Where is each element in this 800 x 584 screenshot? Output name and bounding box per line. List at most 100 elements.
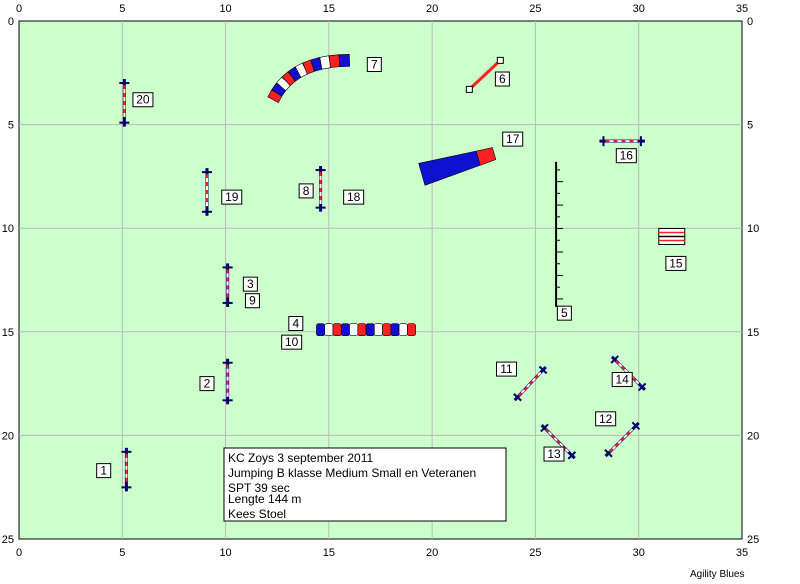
tunnel-segment xyxy=(276,76,292,92)
info-length: Lengte 144 m xyxy=(228,492,301,506)
tire-frame xyxy=(468,59,502,91)
number-box xyxy=(496,361,518,377)
tunnel-straight xyxy=(316,323,416,337)
number-box xyxy=(543,446,565,462)
number-text: 8 xyxy=(303,184,310,198)
jump-20 xyxy=(119,79,130,127)
number-box xyxy=(132,92,154,108)
obstacle-number-8: 8 xyxy=(298,183,314,199)
jump-bar-stripe xyxy=(523,386,528,391)
jump-bar-stripe xyxy=(612,445,617,450)
x-tick-label: 5 xyxy=(119,3,125,15)
number-text: 15 xyxy=(669,256,683,270)
y-tick-label: 10 xyxy=(2,223,14,235)
jump-bar-stripe xyxy=(553,437,558,442)
tunnel-segment xyxy=(332,323,342,337)
number-text: 10 xyxy=(285,335,299,349)
jump-11 xyxy=(513,365,548,402)
number-text: 19 xyxy=(225,190,239,204)
jump-bar-stripe xyxy=(632,377,637,382)
x-tick-label: 30 xyxy=(633,547,645,559)
tunnel-segment xyxy=(340,323,350,337)
y-tick-label: 5 xyxy=(747,120,753,132)
jump-bar-stripe xyxy=(621,365,626,371)
number-text: 6 xyxy=(499,72,506,86)
jump-bar-stripe xyxy=(564,448,570,453)
number-text: 11 xyxy=(500,362,513,376)
number-text: 18 xyxy=(347,190,361,204)
tunnel-segment xyxy=(288,66,302,82)
x-tick-label: 30 xyxy=(633,3,645,15)
obstacle-number-20: 20 xyxy=(132,92,154,108)
jump-post xyxy=(513,393,522,402)
jump-1 xyxy=(121,447,132,492)
number-text: 17 xyxy=(506,132,520,146)
jump-bar-stripe xyxy=(626,431,631,436)
credit-text: Agility Blues xyxy=(690,569,744,580)
number-box xyxy=(366,57,382,73)
tunnel-segment xyxy=(365,323,375,337)
number-box xyxy=(665,255,687,271)
jump-bar-stripe xyxy=(609,448,614,453)
x-tick-label: 15 xyxy=(323,3,335,15)
jump-post xyxy=(604,449,613,458)
tunnel-segment xyxy=(328,54,341,68)
tunnel-curved xyxy=(267,54,351,104)
number-box xyxy=(242,276,258,292)
jump-post xyxy=(538,365,548,375)
wall-obstacle xyxy=(658,227,686,245)
number-box xyxy=(244,293,260,309)
number-box xyxy=(281,334,303,350)
tunnel-segment xyxy=(390,323,400,337)
number-box xyxy=(221,189,243,205)
jump-3 xyxy=(222,263,233,307)
jump-12 xyxy=(604,421,641,458)
tunnel-segment xyxy=(271,82,287,97)
number-text: 13 xyxy=(547,447,561,461)
number-box xyxy=(199,376,215,392)
jump-bar-stripe xyxy=(618,363,623,368)
number-box xyxy=(615,148,637,164)
obstacle-number-18: 18 xyxy=(343,189,365,205)
y-tick-label: 0 xyxy=(8,16,14,28)
x-tick-label: 25 xyxy=(529,547,541,559)
jump-bar-stripe xyxy=(526,383,531,388)
jump-post xyxy=(540,423,549,433)
obstacle-number-15: 15 xyxy=(665,255,687,271)
tunnel-segment xyxy=(357,323,367,337)
y-tick-label: 15 xyxy=(2,327,14,339)
tire-end xyxy=(496,56,504,64)
x-tick-label: 35 xyxy=(736,547,748,559)
jump-16 xyxy=(599,136,645,147)
number-box xyxy=(96,463,112,479)
number-text: 9 xyxy=(249,294,256,308)
jump-bar-stripe xyxy=(620,437,625,442)
jump-bar-stripe xyxy=(615,360,620,365)
tunnel-segment xyxy=(294,62,309,78)
y-tick-label: 5 xyxy=(8,120,14,132)
tunnel-segment xyxy=(319,55,332,70)
number-text: 14 xyxy=(616,372,630,386)
number-box xyxy=(611,371,633,387)
jump-post xyxy=(567,451,577,460)
obstacle-number-9: 9 xyxy=(244,293,260,309)
tunnel-segment xyxy=(374,323,383,337)
x-tick-label: 20 xyxy=(426,547,438,559)
number-box xyxy=(343,189,365,205)
obstacle-number-11: 11 xyxy=(496,361,518,377)
jump-bar-stripe xyxy=(623,368,629,373)
obstacle-number-3: 3 xyxy=(242,276,258,292)
jump-bar-stripe xyxy=(550,434,556,439)
obstacle-number-10: 10 xyxy=(281,334,303,350)
info-spt: SPT 39 sec xyxy=(228,481,290,495)
x-tick-label: 5 xyxy=(119,547,125,559)
tunnel-segment xyxy=(281,71,297,87)
tunnel-segment xyxy=(338,54,351,67)
number-box xyxy=(494,71,510,87)
chute-barrel xyxy=(475,147,497,166)
tire-obstacle xyxy=(465,56,504,93)
jump-bar-stripe xyxy=(531,377,536,382)
number-box xyxy=(595,411,617,427)
obstacle-number-16: 16 xyxy=(615,148,637,164)
